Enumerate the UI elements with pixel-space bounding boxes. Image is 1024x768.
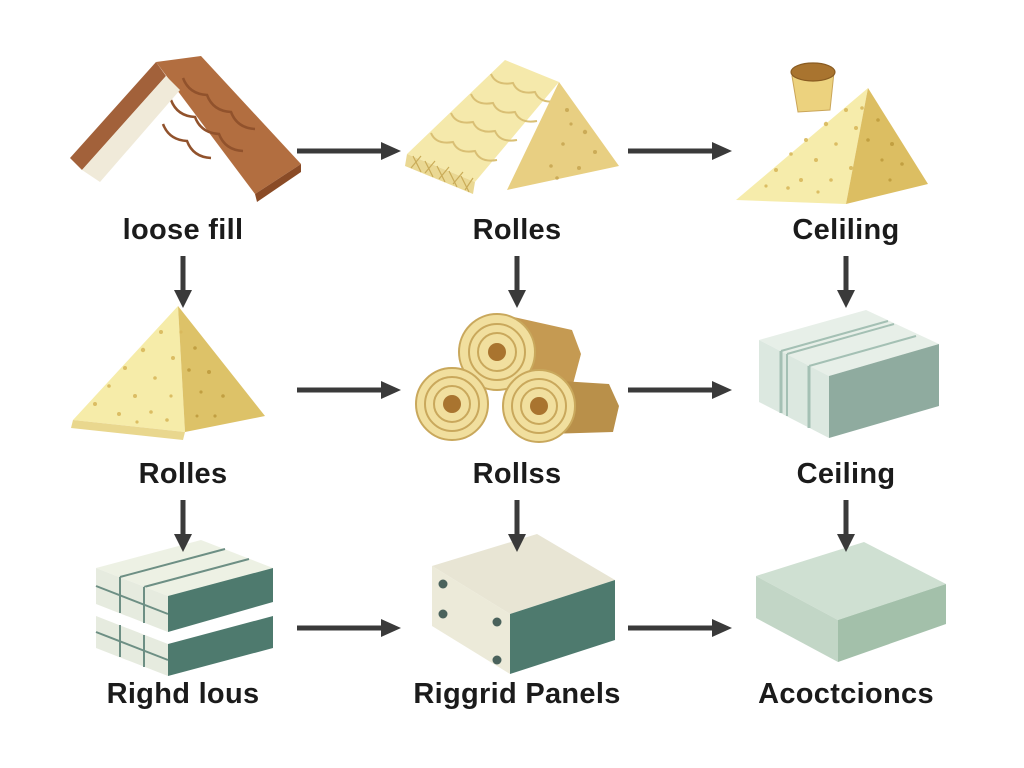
insulation-wedge-illustration <box>71 306 265 440</box>
diagram-cell: Acoctcioncs <box>696 524 996 709</box>
arrow-down-icon <box>172 256 194 313</box>
cell-label: Celiling <box>792 214 900 246</box>
diagram-cell: Ceiling <box>696 292 996 489</box>
insulation-rolls-illustration <box>415 313 619 443</box>
arrow-right-icon <box>628 379 732 406</box>
diagram-cell: Celiling <box>696 48 996 245</box>
cell-label: Riggrid Panels <box>413 678 621 710</box>
arrow-right-icon <box>297 617 401 644</box>
batt-stack-illustration <box>95 540 273 676</box>
rigid-panel-illustration <box>432 534 615 674</box>
arrow-down-icon <box>835 500 857 557</box>
arrow-down-icon <box>172 500 194 557</box>
cell-label: loose fill <box>122 214 244 246</box>
cell-label: Rollss <box>472 458 562 490</box>
acoustic-panel-illustration <box>756 542 946 662</box>
cell-label: Rolles <box>138 458 228 490</box>
diagram-cell: Righd lous <box>33 524 333 709</box>
arrow-down-icon <box>835 256 857 313</box>
diagram-cell: Rolles <box>367 48 667 245</box>
cell-label: Acoctcioncs <box>758 678 934 710</box>
arrow-down-icon <box>506 500 528 557</box>
diagram-cell: loose fill <box>33 48 333 245</box>
insulation-batt-wedge-illustration <box>405 60 619 194</box>
cell-label: Rolles <box>472 214 562 246</box>
arrow-right-icon <box>297 379 401 406</box>
shingled-roof-illustration <box>70 56 301 202</box>
slab-stack-illustration <box>759 310 939 438</box>
arrow-right-icon <box>628 140 732 167</box>
arrow-down-icon <box>506 256 528 313</box>
arrow-right-icon <box>628 617 732 644</box>
diagram-cell: Riggrid Panels <box>367 524 667 709</box>
cell-label: Righd lous <box>106 678 260 710</box>
insulation-wedge-chimney-illustration <box>736 62 928 204</box>
diagram-cell: Rollss <box>367 292 667 489</box>
arrow-right-icon <box>297 140 401 167</box>
cell-label: Ceiling <box>796 458 896 490</box>
diagram-cell: Rolles <box>33 292 333 489</box>
